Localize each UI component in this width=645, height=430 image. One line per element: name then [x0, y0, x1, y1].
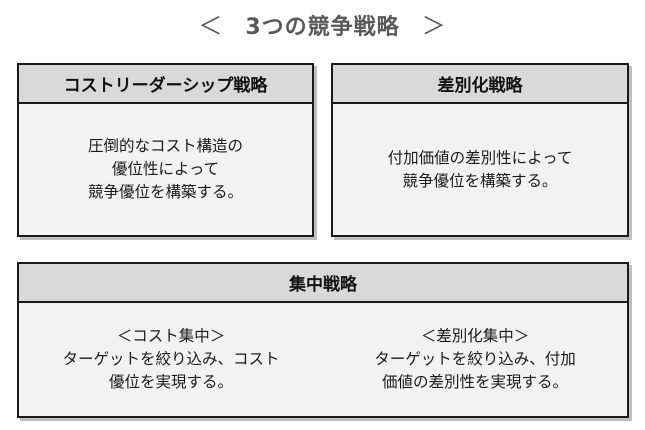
title-text: 3つの競争戦略: [245, 15, 400, 40]
cost-leadership-heading: コストリーダーシップ戦略: [19, 65, 312, 104]
cost-focus-column: ＜コスト集中＞ ターゲットを絞り込み、コスト 優位を実現する。: [19, 325, 323, 394]
differentiation-line-2: 競争優位を構築する。: [402, 171, 558, 190]
differentiation-box: 差別化戦略 付加価値の差別性によって 競争優位を構築する。: [331, 63, 629, 237]
focus-body: ＜コスト集中＞ ターゲットを絞り込み、コスト 優位を実現する。 ＜差別化集中＞ …: [19, 303, 627, 416]
focus-box: 集中戦略 ＜コスト集中＞ ターゲットを絞り込み、コスト 優位を実現する。 ＜差別…: [17, 262, 629, 418]
cost-leadership-box: コストリーダーシップ戦略 圧倒的なコスト構造の 優位性によって 競争優位を構築す…: [17, 63, 314, 237]
cost-focus-label: ＜コスト集中＞: [116, 327, 226, 345]
cost-focus-line-2: 優位を実現する。: [108, 373, 233, 391]
differentiation-heading: 差別化戦略: [333, 65, 627, 104]
diagram-title: ＜ 3つの競争戦略 ＞: [0, 6, 645, 41]
differentiation-focus-line-1: ターゲットを絞り込み、付加: [374, 350, 576, 368]
cost-leadership-body: 圧倒的なコスト構造の 優位性によって 競争優位を構築する。: [19, 104, 312, 235]
differentiation-focus-line-2: 価値の差別性を実現する。: [381, 373, 568, 391]
cost-leadership-line-1: 圧倒的なコスト構造の: [87, 137, 243, 155]
title-open-bracket: ＜: [198, 12, 224, 40]
cost-leadership-line-2: 優位性によって: [111, 160, 220, 178]
cost-focus-line-1: ターゲットを絞り込み、コスト: [62, 350, 280, 368]
cost-leadership-line-3: 競争優位を構築する。: [87, 183, 243, 201]
differentiation-focus-column: ＜差別化集中＞ ターゲットを絞り込み、付加 価値の差別性を実現する。: [323, 325, 627, 394]
differentiation-focus-label: ＜差別化集中＞: [420, 327, 530, 345]
differentiation-body: 付加価値の差別性によって 競争優位を構築する。: [333, 104, 627, 235]
focus-heading: 集中戦略: [19, 264, 627, 303]
differentiation-line-1: 付加価値の差別性によって: [387, 148, 573, 167]
title-close-bracket: ＞: [421, 12, 447, 40]
